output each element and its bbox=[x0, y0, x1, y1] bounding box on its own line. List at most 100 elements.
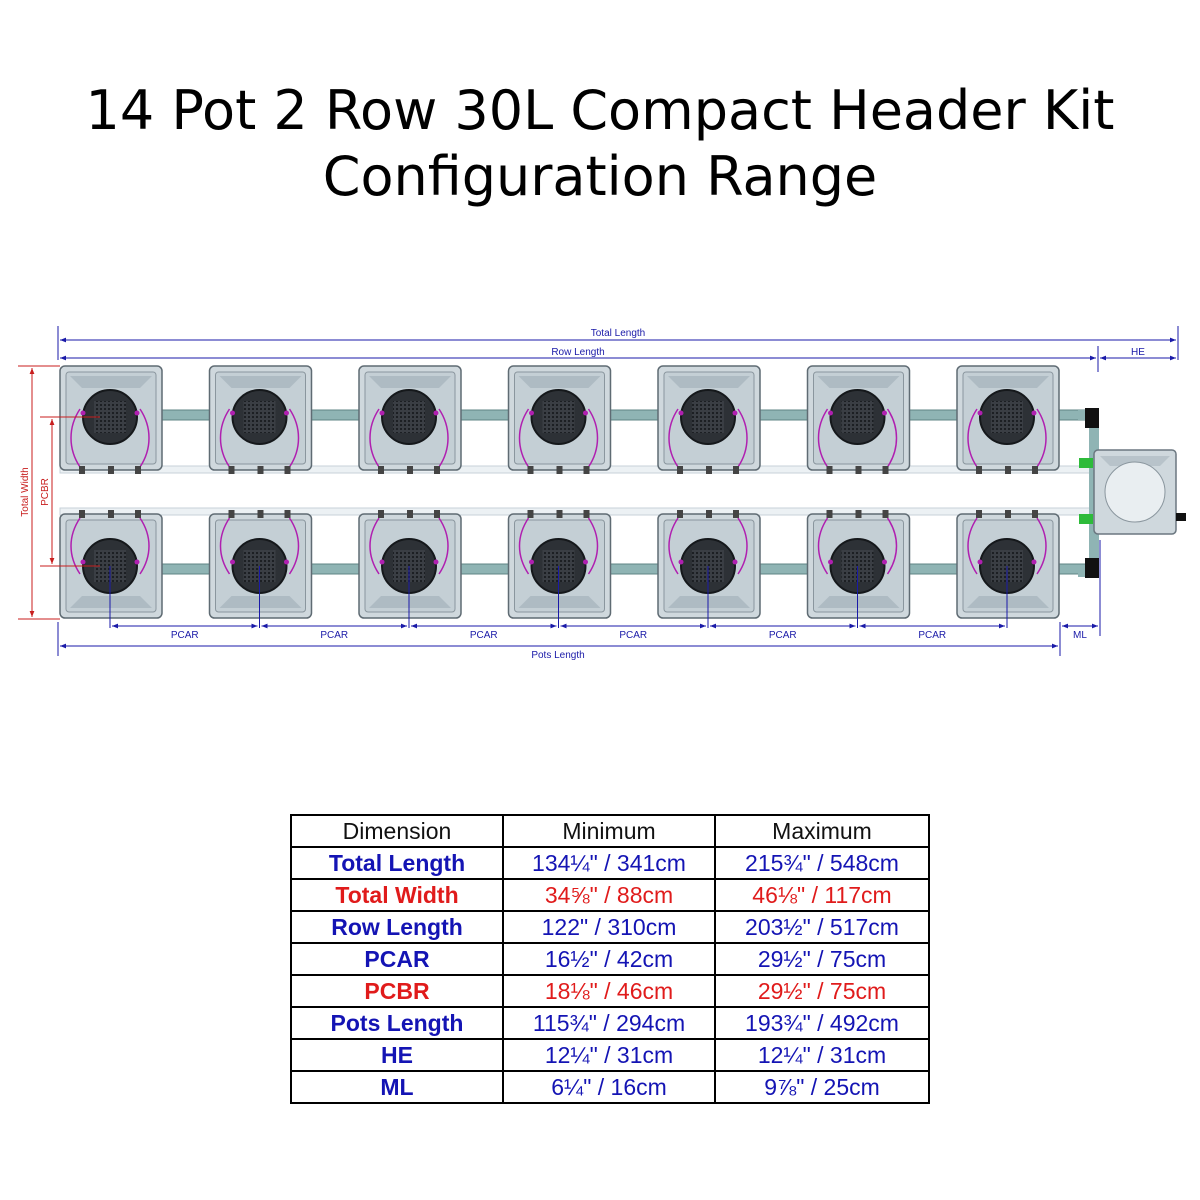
maximum-cell: 12¼" / 31cm bbox=[714, 1038, 930, 1072]
pcar-label: PCAR bbox=[470, 630, 498, 641]
pot-2-5 bbox=[657, 510, 761, 628]
drip-hose bbox=[518, 517, 530, 575]
drip-hose bbox=[1036, 408, 1047, 468]
drip-hose bbox=[668, 517, 679, 575]
drip-hose bbox=[587, 517, 599, 575]
header-minimum: Minimum bbox=[502, 814, 716, 848]
maximum-cell: 29½" / 75cm bbox=[714, 974, 930, 1008]
drip-hose bbox=[369, 408, 380, 468]
page-title: 14 Pot 2 Row 30L Compact Header Kit Conf… bbox=[0, 78, 1200, 210]
minimum-cell: 34⅝" / 88cm bbox=[502, 878, 716, 912]
maximum-cell: 215¾" / 548cm bbox=[714, 846, 930, 880]
minimum-cell: 12¼" / 31cm bbox=[502, 1038, 716, 1072]
drip-hose bbox=[139, 408, 150, 468]
drip-hose bbox=[967, 517, 978, 575]
drip-hose bbox=[288, 408, 300, 468]
pcar-label: PCAR bbox=[171, 630, 199, 641]
pot-1-3 bbox=[358, 365, 462, 474]
dimension-cell: ML bbox=[290, 1070, 504, 1104]
pot-2-2 bbox=[208, 510, 313, 628]
header-tank bbox=[1093, 449, 1186, 535]
pot-1-6 bbox=[806, 365, 911, 474]
pot-1-4 bbox=[507, 365, 612, 474]
drip-hose bbox=[219, 517, 231, 575]
pot-1-2 bbox=[208, 365, 313, 474]
pcar-dimensions: PCAR PCAR PCAR PCAR PCAR PCAR bbox=[112, 623, 1005, 641]
pot-1-7 bbox=[956, 365, 1060, 474]
maximum-cell: 29½" / 75cm bbox=[714, 942, 930, 976]
minimum-cell: 134¼" / 341cm bbox=[502, 846, 716, 880]
pot-2-4 bbox=[507, 510, 612, 628]
drip-hose bbox=[139, 517, 150, 575]
pot-2-7 bbox=[956, 510, 1060, 628]
total-length-label: Total Length bbox=[591, 328, 646, 339]
tank-lid bbox=[1104, 461, 1166, 523]
minimum-cell: 6¼" / 16cm bbox=[502, 1070, 716, 1104]
drip-hose bbox=[587, 408, 599, 468]
dimension-cell: HE bbox=[290, 1038, 504, 1072]
valve-bottom bbox=[1079, 514, 1093, 524]
top-elbow bbox=[1085, 408, 1099, 428]
dimension-cell: Pots Length bbox=[290, 1006, 504, 1040]
pcbr-label: PCBR bbox=[40, 478, 51, 506]
dimension-cell: PCBR bbox=[290, 974, 504, 1008]
drip-hose bbox=[737, 517, 748, 575]
maximum-cell: 193¾" / 492cm bbox=[714, 1006, 930, 1040]
drip-hose bbox=[668, 408, 679, 468]
title-line-2: Configuration Range bbox=[322, 145, 878, 208]
title-line-1: 14 Pot 2 Row 30L Compact Header Kit bbox=[85, 79, 1115, 142]
pot-2-3 bbox=[358, 510, 462, 628]
drip-hose bbox=[219, 408, 231, 468]
pcar-label: PCAR bbox=[320, 630, 348, 641]
pcar-label: PCAR bbox=[619, 630, 647, 641]
dimension-cell: PCAR bbox=[290, 942, 504, 976]
drip-hose bbox=[886, 517, 898, 575]
kit-layout-diagram: Total Length Row Length HE Total Width P… bbox=[18, 326, 1186, 661]
header-riser-pipe bbox=[1078, 410, 1099, 577]
minimum-cell: 122" / 310cm bbox=[502, 910, 716, 944]
drip-hose bbox=[737, 408, 748, 468]
drip-hose bbox=[288, 517, 300, 575]
drip-hose bbox=[817, 408, 829, 468]
dimension-cell: Row Length bbox=[290, 910, 504, 944]
pots-length-label: Pots Length bbox=[531, 650, 584, 661]
total-width-label: Total Width bbox=[20, 467, 31, 516]
he-label: HE bbox=[1131, 347, 1145, 358]
ml-label: ML bbox=[1073, 630, 1087, 641]
pot-1-5 bbox=[657, 365, 761, 474]
drip-hose bbox=[438, 408, 449, 468]
pot-grid bbox=[59, 365, 1060, 628]
table-header-row: Dimension Minimum Maximum bbox=[290, 814, 930, 848]
drip-hose bbox=[438, 517, 449, 575]
pcar-label: PCAR bbox=[918, 630, 946, 641]
drip-hose bbox=[518, 408, 530, 468]
maximum-cell: 46⅛" / 117cm bbox=[714, 878, 930, 912]
drip-hose bbox=[369, 517, 380, 575]
dimension-lines: Total Length Row Length HE Total Width P… bbox=[18, 326, 1179, 661]
maximum-cell: 9⅞" / 25cm bbox=[714, 1070, 930, 1104]
drip-hose bbox=[817, 517, 829, 575]
header-dimension: Dimension bbox=[290, 814, 504, 848]
maximum-cell: 203½" / 517cm bbox=[714, 910, 930, 944]
drip-hose bbox=[70, 408, 81, 468]
drip-hose bbox=[967, 408, 978, 468]
drip-hose bbox=[70, 517, 81, 575]
header-maximum: Maximum bbox=[714, 814, 930, 848]
bottom-elbow bbox=[1085, 558, 1099, 578]
pot-2-1 bbox=[59, 510, 163, 628]
pot-2-6 bbox=[806, 510, 911, 628]
row-length-label: Row Length bbox=[551, 347, 604, 358]
valve-top bbox=[1079, 458, 1093, 468]
minimum-cell: 115¾" / 294cm bbox=[502, 1006, 716, 1040]
pcar-label: PCAR bbox=[769, 630, 797, 641]
minimum-cell: 16½" / 42cm bbox=[502, 942, 716, 976]
dimension-cell: Total Length bbox=[290, 846, 504, 880]
